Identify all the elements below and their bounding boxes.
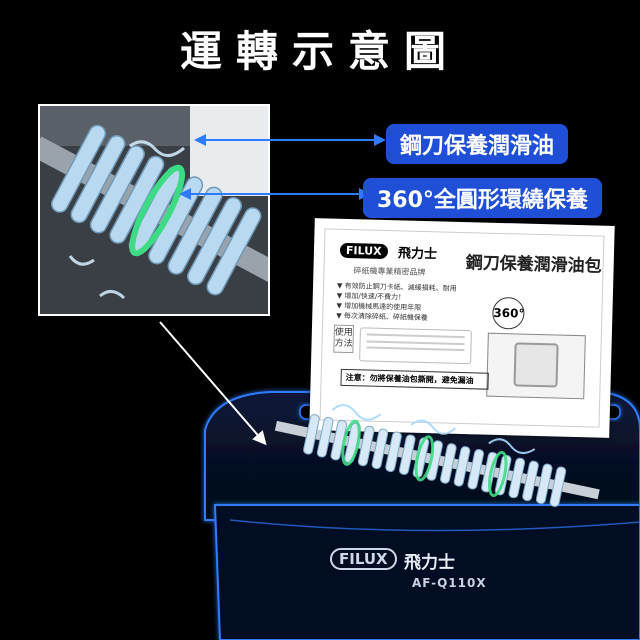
zoom-roller-drawing bbox=[40, 106, 268, 314]
shredder-model: AF-Q110X bbox=[412, 576, 487, 590]
page-title: 運轉示意圖 bbox=[179, 27, 460, 76]
callout-360: 360°全圓形環繞保養 bbox=[363, 178, 602, 218]
shredder-brand-logo: FILUX bbox=[330, 548, 397, 570]
callout-oil: 鋼刀保養潤滑油 bbox=[386, 124, 569, 164]
shredder-brand-name: 飛力士 bbox=[404, 553, 455, 573]
zoom-photo bbox=[38, 104, 270, 316]
